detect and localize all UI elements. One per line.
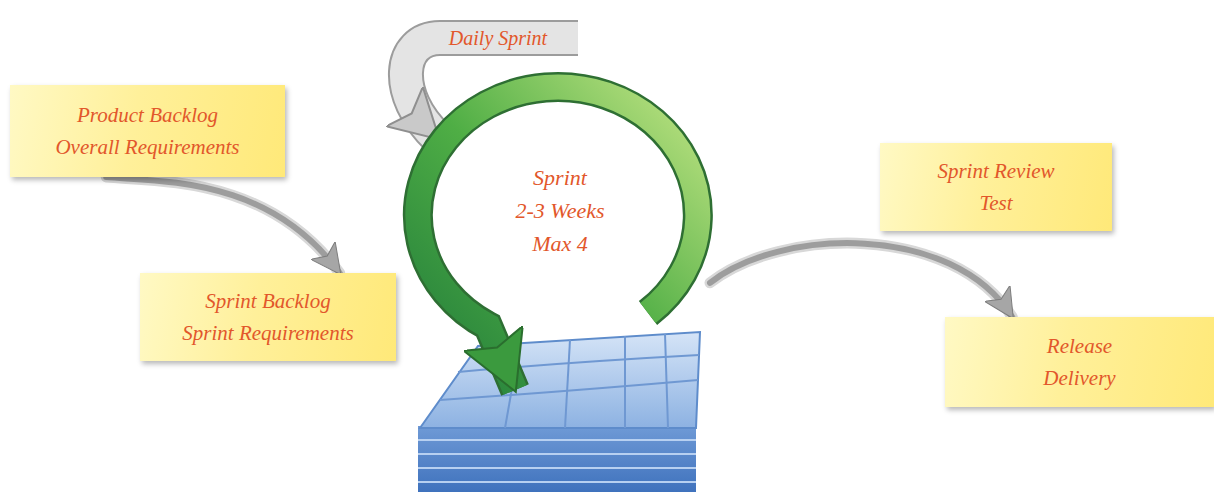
note-text: Overall Requirements (55, 131, 239, 163)
note-text: 2-3 Weeks (516, 194, 605, 227)
curved-arrow (710, 243, 1012, 317)
tile-layer-line (418, 481, 696, 483)
tile-grid (565, 340, 570, 428)
connector-shadow (710, 243, 1012, 317)
text-group: Sprint2-3 WeeksMax 4 (410, 80, 710, 340)
ring-body (418, 87, 698, 390)
sticky-note: Sprint ReviewTest (880, 143, 1112, 231)
arrow-label: Daily Sprint (418, 25, 578, 51)
note-heading: Release (1047, 330, 1112, 362)
curved-arrow (106, 177, 339, 273)
note-text: Max 4 (532, 227, 588, 260)
note-heading: Sprint Review (937, 155, 1054, 187)
tile-top (420, 332, 700, 428)
tile-layers (418, 426, 696, 492)
tile-stack (418, 332, 700, 492)
sticky-note: Product BacklogOverall Requirements (10, 85, 285, 177)
note-text: Sprint Requirements (182, 317, 353, 349)
tile-grid (624, 336, 626, 428)
ring-outline (418, 87, 698, 390)
connector-shadow (106, 177, 339, 273)
tile-layer-line (418, 453, 696, 455)
tile-grid (665, 334, 668, 428)
note-heading: Product Backlog (77, 99, 218, 131)
sticky-note: Sprint BacklogSprint Requirements (140, 273, 396, 361)
tile-layer-line (418, 467, 696, 469)
note-text: Test (979, 187, 1012, 219)
text-group: Sprint ReviewTest (880, 143, 1112, 231)
note-heading: Sprint (533, 161, 587, 194)
sprint-cycle: Sprint2-3 WeeksMax 4 (410, 80, 710, 340)
text-group: Sprint BacklogSprint Requirements (140, 273, 396, 361)
text-group: ReleaseDelivery (945, 317, 1214, 407)
text-group: Product BacklogOverall Requirements (10, 85, 285, 177)
note-heading: Sprint Backlog (205, 285, 330, 317)
note-text: Delivery (1043, 362, 1115, 394)
tile-grid (440, 380, 698, 400)
tile-layer-line (418, 439, 696, 441)
sticky-note: ReleaseDelivery (945, 317, 1214, 407)
